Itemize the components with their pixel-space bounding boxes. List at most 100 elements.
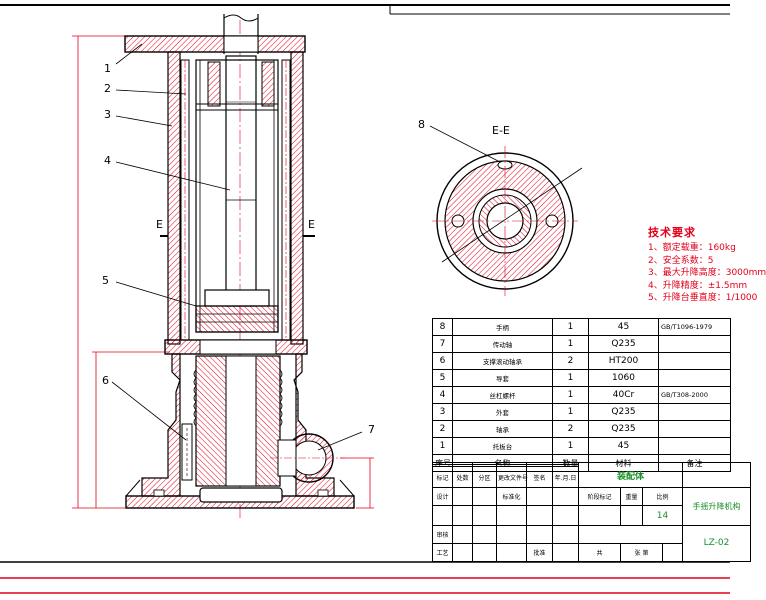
label-standardize: 标准化 — [496, 487, 527, 507]
cut-label-left: E — [156, 218, 163, 231]
drawing-number: LZ-02 — [682, 524, 752, 563]
section-view-ee: E-E 8 — [418, 118, 583, 296]
bom-name: 传动轴 — [452, 335, 553, 353]
lower-housing — [141, 353, 181, 497]
label-sign: 签名 — [526, 466, 553, 489]
balloon-2: 2 — [104, 82, 111, 95]
bom-name: 外套 — [452, 403, 553, 421]
top-plate — [124, 35, 306, 53]
balloon-5: 5 — [102, 274, 109, 287]
label-scale: 比例 — [641, 487, 684, 507]
label-total-sheets: 共 — [578, 542, 621, 563]
bom-name: 托板台 — [452, 437, 553, 455]
leaders — [111, 43, 363, 451]
bom-no: 2 — [432, 420, 453, 438]
bom-name: 支撑滚动轴承 — [452, 352, 553, 370]
gear-housing — [270, 433, 374, 509]
bom-no: 1 — [432, 437, 453, 455]
label-mark: 标记 — [432, 466, 453, 489]
label-stage-mark: 阶段标记 — [578, 487, 621, 507]
bom-material: Q235 — [588, 403, 659, 421]
bom-qty: 1 — [552, 369, 589, 387]
label-review: 审核 — [432, 524, 453, 544]
outer-sleeve-right — [290, 51, 304, 345]
note-line: 2、安全系数：5 — [648, 255, 714, 266]
bom-no: 3 — [432, 403, 453, 421]
label-zone: 分区 — [472, 466, 497, 489]
bom-remark — [658, 369, 731, 387]
balloon-1: 1 — [104, 62, 111, 75]
screw-rod — [225, 55, 257, 307]
bom-qty: 1 — [552, 335, 589, 353]
assembly-name: 装配体 — [577, 461, 684, 489]
bom-name: 手柄 — [452, 318, 553, 336]
sheet-number: 14 — [641, 505, 684, 526]
label-process: 工艺 — [432, 542, 453, 563]
label-date: 年.月.日 — [552, 466, 579, 489]
bom-qty: 2 — [552, 352, 589, 370]
overall-height-dimension — [72, 35, 170, 509]
bom-material: Q235 — [588, 335, 659, 353]
label-weight: 重量 — [620, 487, 643, 507]
technical-requirements: 技术要求 1、额定载重：160kg 2、安全系数：5 3、最大升降高度：3000… — [648, 224, 766, 305]
bom-no: 6 — [432, 352, 453, 370]
piston — [204, 289, 270, 307]
bom-no: 7 — [432, 335, 453, 353]
label-sheet-of: 张 第 — [620, 542, 663, 563]
bom-qty: 1 — [552, 318, 589, 336]
bom-qty: 1 — [552, 386, 589, 404]
balloon-4: 4 — [104, 154, 111, 167]
outer-sleeve-left — [167, 51, 181, 345]
balloon-7: 7 — [368, 423, 375, 436]
bom-no: 8 — [432, 318, 453, 336]
section-title: E-E — [492, 124, 510, 137]
bom-remark — [658, 403, 731, 421]
label-approve: 批准 — [526, 542, 553, 563]
bom-material: Q235 — [588, 420, 659, 438]
bom-remark — [658, 352, 731, 370]
label-change-doc: 更改文件号 — [496, 466, 528, 489]
assembly-drawing: E E 1 2 3 4 5 6 7 E-E 8 — [0, 4, 730, 594]
bom-name: 丝杠螺杆 — [452, 386, 553, 404]
label-count: 处数 — [452, 466, 473, 489]
bom-name: 导套 — [452, 369, 553, 387]
label-design: 设计 — [432, 487, 453, 507]
bom-material: 40Cr — [588, 386, 659, 404]
bom-qty: 1 — [552, 403, 589, 421]
balloon-6: 6 — [102, 374, 109, 387]
bom-no: 4 — [432, 386, 453, 404]
note-line: 5、升降台垂直度：1/1000 — [648, 293, 758, 303]
bom-remark — [658, 437, 731, 455]
bom-no: 5 — [432, 369, 453, 387]
bom-remark: GB/T308-2000 — [658, 386, 731, 404]
bom-remark: GB/T1096-1979 — [658, 318, 731, 336]
bom-qty: 2 — [552, 420, 589, 438]
bom-remark — [658, 420, 731, 438]
assembly-section-view: E E 1 2 3 4 5 6 7 — [72, 14, 375, 520]
bom-name: 轴承 — [452, 420, 553, 438]
bom-material: 45 — [588, 318, 659, 336]
balloon-3: 3 — [104, 108, 111, 121]
note-line: 1、额定载重：160kg — [648, 243, 736, 253]
bom-remark — [658, 335, 731, 353]
title-block: 装配体 标记 处数 分区 更改文件号 签名 年.月.日 设计 标准化 阶段标记 … — [432, 461, 752, 563]
note-line: 4、升降精度：±1.5mm — [648, 280, 748, 291]
product-name: 手摇升降机构 — [682, 487, 752, 526]
balloon-8: 8 — [418, 118, 425, 131]
bom-qty: 1 — [552, 437, 589, 455]
cut-label-right: E — [308, 218, 315, 231]
bom-material: 1060 — [588, 369, 659, 387]
bom-material: HT200 — [588, 352, 659, 370]
notes-title: 技术要求 — [648, 226, 696, 239]
note-line: 3、最大升降高度：3000mm — [648, 268, 766, 278]
top-nut — [207, 61, 221, 107]
